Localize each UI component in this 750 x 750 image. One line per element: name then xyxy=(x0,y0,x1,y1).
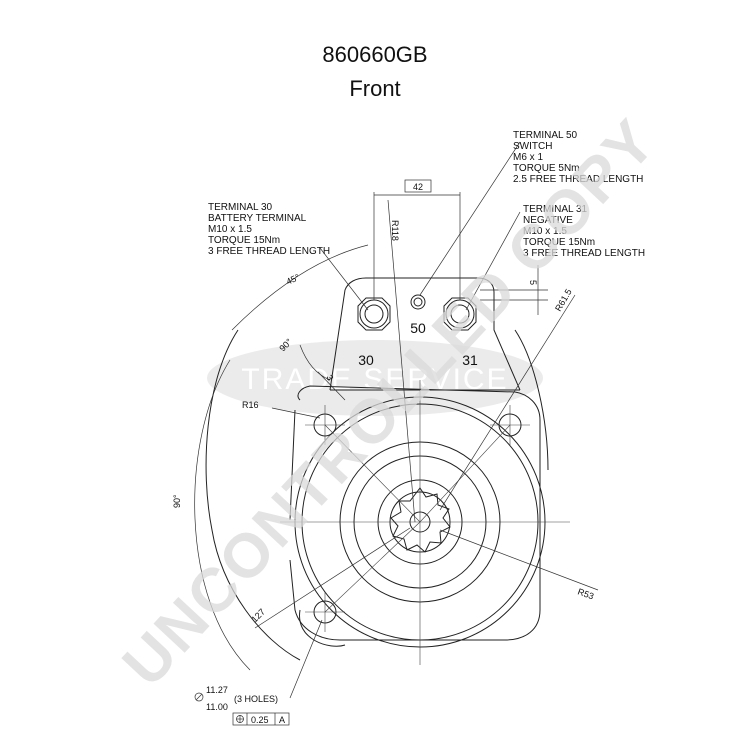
dimension-lines xyxy=(194,141,599,699)
svg-text:TORQUE 5Nm: TORQUE 5Nm xyxy=(513,163,580,174)
dim-45-deg: 45° xyxy=(285,272,302,287)
hole-callout: 11.27 11.00 (3 HOLES) xyxy=(194,685,278,712)
svg-text:TORQUE 15Nm: TORQUE 15Nm xyxy=(523,237,595,248)
svg-text:TERMINAL 31: TERMINAL 31 xyxy=(523,204,588,215)
terminal-studs xyxy=(357,294,477,331)
brand-watermark: TRADE SERVICE xyxy=(207,340,543,416)
svg-text:M10 x 1.5: M10 x 1.5 xyxy=(208,224,252,235)
terminal-50-label: 50 xyxy=(410,320,426,336)
terminal-31-label: 31 xyxy=(462,352,478,368)
drawing-title: 860660GB xyxy=(322,42,428,67)
dim-r16: R16 xyxy=(242,400,259,410)
svg-text:BATTERY TERMINAL: BATTERY TERMINAL xyxy=(208,213,307,224)
svg-text:SWITCH: SWITCH xyxy=(513,141,552,152)
svg-text:TERMINAL 30: TERMINAL 30 xyxy=(208,202,273,213)
dim-r118: R118 xyxy=(390,220,400,241)
terminal-31-note: TERMINAL 31 NEGATIVE M10 x 1.5 TORQUE 15… xyxy=(523,204,645,259)
dim-5: 5 xyxy=(528,280,538,285)
svg-text:TORQUE 15Nm: TORQUE 15Nm xyxy=(208,235,280,246)
dim-90-deg-large: 90° xyxy=(172,494,182,508)
hole-lower-limit: 11.00 xyxy=(206,702,228,712)
drawing-subtitle: Front xyxy=(349,76,401,101)
center-lines xyxy=(280,380,570,665)
svg-text:3 FREE THREAD LENGTH: 3 FREE THREAD LENGTH xyxy=(208,246,330,257)
svg-text:TERMINAL 50: TERMINAL 50 xyxy=(513,130,578,141)
dim-3: 3 xyxy=(324,373,335,382)
svg-text:M6 x 1: M6 x 1 xyxy=(513,152,543,163)
tolerance-value: 0.25 xyxy=(251,715,269,725)
position-tolerance-frame: 0.25 A xyxy=(232,712,290,726)
hole-upper-limit: 11.27 xyxy=(206,685,228,695)
pinion-gear xyxy=(390,487,451,553)
terminal-30-label: 30 xyxy=(358,352,374,368)
svg-text:NEGATIVE: NEGATIVE xyxy=(523,215,573,226)
holes-note: (3 HOLES) xyxy=(234,694,278,704)
dim-r53: R53 xyxy=(576,586,595,601)
svg-text:2.5 FREE THREAD LENGTH: 2.5 FREE THREAD LENGTH xyxy=(513,174,643,185)
tolerance-datum: A xyxy=(279,715,285,725)
terminal-50-note: TERMINAL 50 SWITCH M6 x 1 TORQUE 5Nm 2.5… xyxy=(513,130,643,185)
terminal-30-note: TERMINAL 30 BATTERY TERMINAL M10 x 1.5 T… xyxy=(208,202,330,257)
svg-text:M10 x 1.5: M10 x 1.5 xyxy=(523,226,567,237)
svg-text:3 FREE THREAD LENGTH: 3 FREE THREAD LENGTH xyxy=(523,248,645,259)
dim-r615: R61.5 xyxy=(553,287,574,313)
dim-42: 42 xyxy=(413,182,423,192)
